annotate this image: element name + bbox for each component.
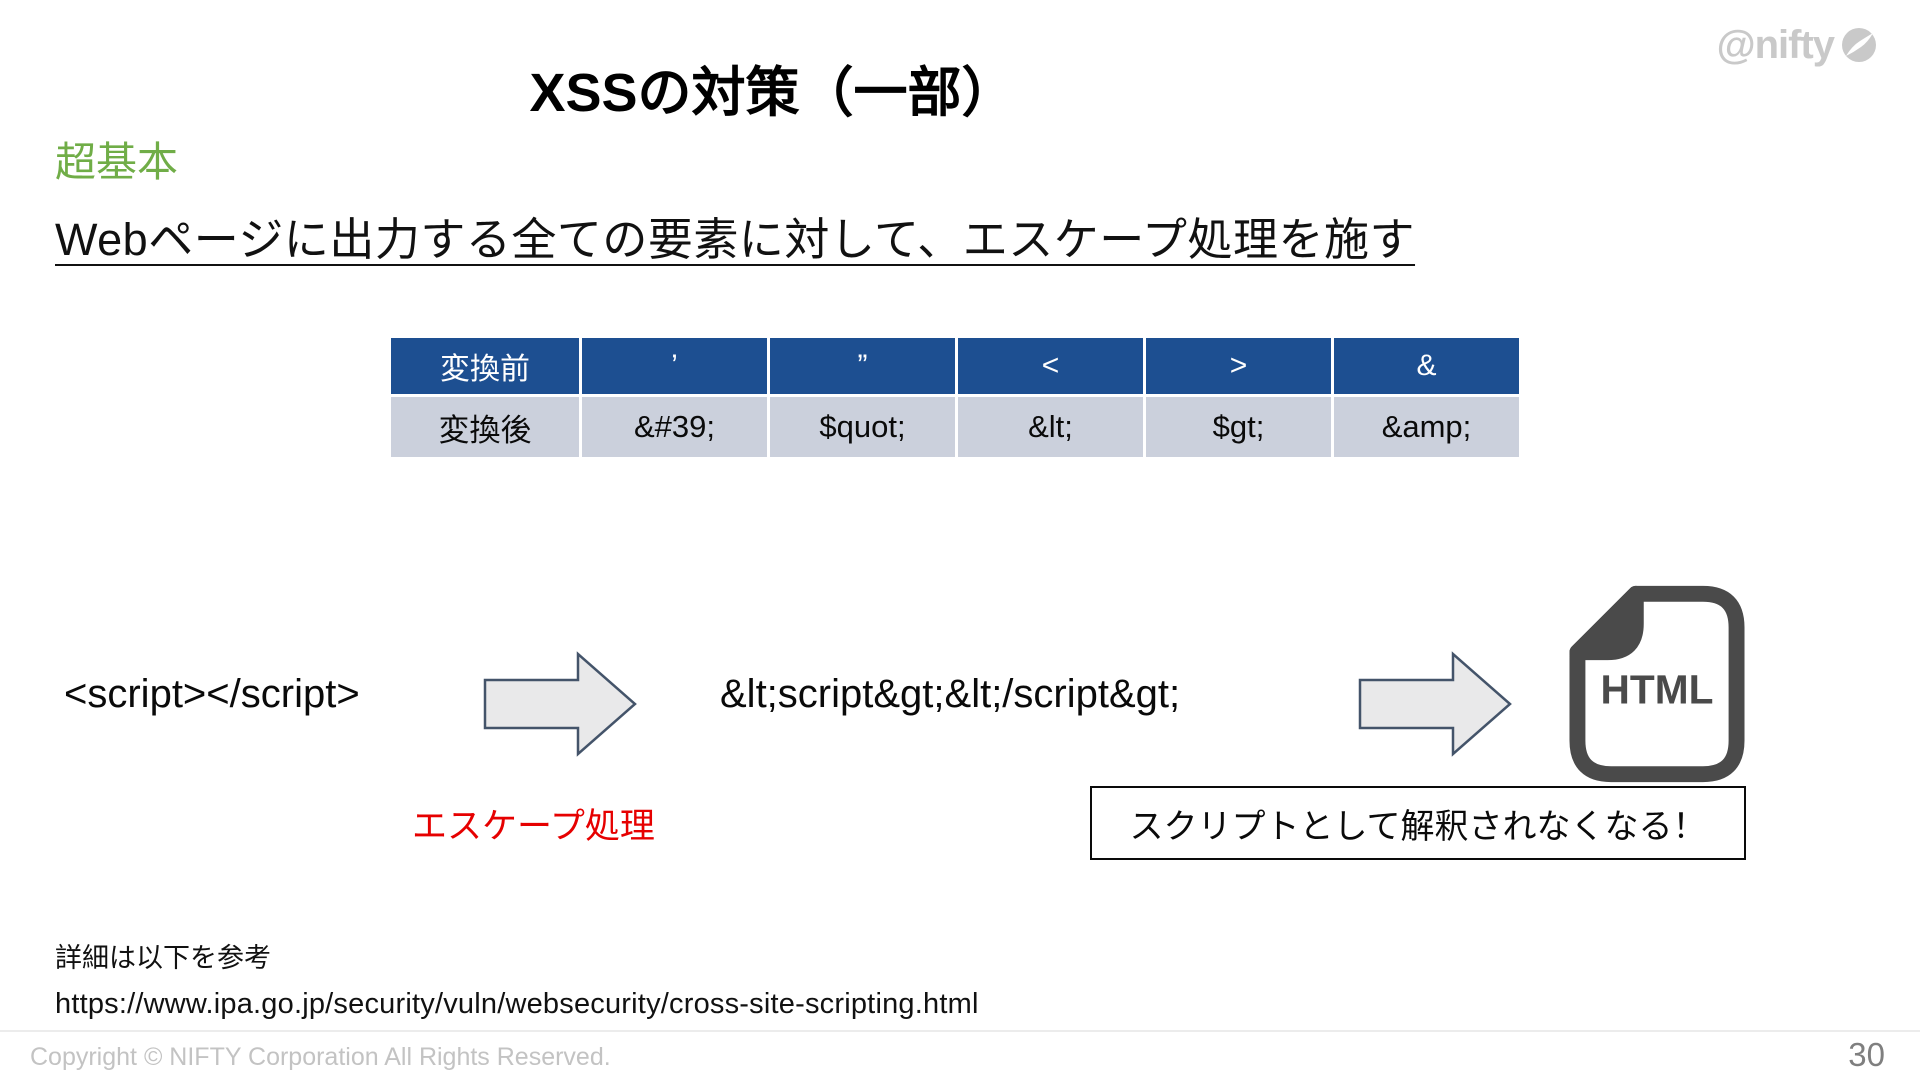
table-row-label: 変換後 [391,397,579,457]
copyright-text: Copyright © NIFTY Corporation All Rights… [30,1043,611,1071]
table-cell: $gt; [1146,397,1331,457]
reference-url: https://www.ipa.go.jp/security/vuln/webs… [55,988,979,1020]
footnote: 詳細は以下を参考 https://www.ipa.go.jp/security/… [55,936,979,1021]
escaped-script-text: &lt;script&gt;&lt;/script&gt; [720,672,1181,716]
main-heading: Webページに出力する全ての要素に対して、エスケープ処理を施す [55,214,1416,265]
footnote-label: 詳細は以下を参考 [55,943,271,973]
html-file-icon: HTML [1568,585,1746,783]
table-cell: &lt; [958,397,1143,457]
escape-process-label: エスケープ処理 [412,807,655,846]
result-note-text: スクリプトとして解釈されなくなる！ [1129,807,1707,846]
table-header-cell: ” [770,338,955,394]
escape-table: 変換前 ’ ” < > & 変換後 &#39; $quot; &lt; $gt;… [388,335,1522,460]
result-note-box: スクリプトとして解釈されなくなる！ [1090,786,1746,860]
page-title: XSSの対策（一部） [529,63,1016,123]
right-arrow-icon [1358,648,1514,760]
table-cell: &#39; [582,397,767,457]
table-row-after: 変換後 &#39; $quot; &lt; $gt; &amp; [391,397,1519,457]
footer-divider [0,1030,1920,1032]
table-row-before: 変換前 ’ ” < > & [391,338,1519,394]
page-number: 30 [1848,1036,1885,1073]
nifty-logo-mark-icon [1836,22,1882,68]
table-cell: &amp; [1334,397,1519,457]
nifty-logo-text: @nifty [1716,22,1835,67]
table-header-cell: > [1146,338,1331,394]
table-header-label: 変換前 [391,338,579,394]
table-header-cell: < [958,338,1143,394]
section-tag: 超基本 [55,139,178,185]
nifty-logo: @nifty [1717,22,1882,68]
table-cell: $quot; [770,397,955,457]
raw-script-text: <script></script> [64,672,360,716]
table-header-cell: ’ [582,338,767,394]
right-arrow-icon [483,648,639,760]
html-icon-label: HTML [1601,666,1714,712]
table-header-cell: & [1334,338,1519,394]
